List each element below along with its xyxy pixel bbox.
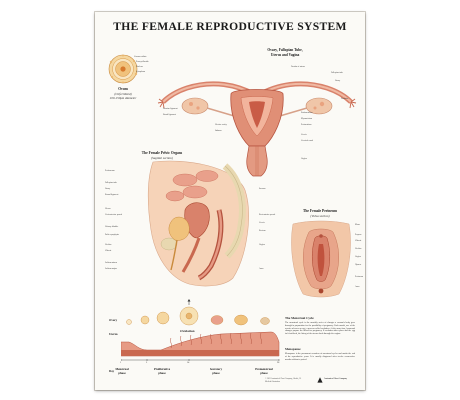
ovum-title: Ovum — [118, 87, 128, 91]
cycle-day-tick-14: 14 — [187, 362, 190, 364]
cycle-ovulation-label: Ovulation — [180, 329, 195, 333]
ovum-label-corona: Corona radiata — [134, 56, 147, 58]
label-fundus: Fundus of uterus — [291, 66, 305, 68]
label-sacrum: Sacrum — [259, 188, 266, 190]
phase-proliferative-sub: phase — [158, 371, 166, 375]
pelvic-panel-title: The Female Pelvic Organs — [141, 151, 183, 155]
uterus-frontal-illustration — [157, 81, 357, 177]
phase-menstrual: Menstrual — [115, 367, 129, 371]
label-vagina: Vagina — [301, 158, 307, 160]
label-clitoris-2: Clitoris — [355, 240, 362, 242]
phase-premenstrual: Premenstrual — [255, 367, 273, 371]
ovum-panel: Corona radiata Zona pellucida Nucleus Cy… — [103, 52, 148, 108]
label-urethral-orifice: Urethra — [355, 248, 362, 250]
publisher-name: Anatomical Chart Company — [324, 378, 348, 380]
perineum-illustration — [291, 220, 351, 298]
phase-secretory: Secretory — [209, 367, 223, 371]
label-ovarian-ligament: Ovarian ligament — [163, 108, 178, 110]
cycle-uterus-label: Uterus — [109, 332, 118, 336]
publisher-logo-icon — [317, 377, 323, 383]
pelvic-sagittal-illustration — [147, 160, 249, 287]
label-perimetrium: Perimetrium — [301, 124, 312, 126]
phase-menstrual-sub: phase — [118, 371, 126, 375]
label-broad-ligament: Broad ligament — [163, 114, 176, 116]
cycle-day-label: Day — [109, 369, 115, 373]
footer-line-1: © 2002 Anatomical Chart Company, Skokie,… — [265, 378, 302, 380]
label-round-ligament: Round ligament — [105, 194, 119, 196]
menopause-body: Menopause is the permanent cessation of … — [285, 353, 355, 361]
phase-premenstrual-sub: phase — [260, 371, 268, 375]
menstrual-cycle-heading: The Menstrual Cycle — [285, 316, 314, 320]
label-labium-minus: Labium minus — [105, 262, 118, 264]
ovary-panel-title: Ovary, Fallopian Tube, — [267, 48, 303, 52]
pelvic-panel-subtitle: (Sagittal section) — [151, 155, 173, 160]
label-pubic-symphysis: Pubic symphysis — [105, 234, 120, 236]
perineum-panel-title: The Female Perineum — [303, 209, 337, 213]
label-rectum: Rectum — [259, 230, 266, 232]
label-peritoneum: Peritoneum — [105, 170, 115, 172]
ovum-label-nucleus: Nucleus — [136, 66, 143, 68]
cycle-day-tick-5: 5 — [146, 362, 148, 364]
label-bladder: Urinary bladder — [105, 226, 119, 228]
label-fallopian-tube: Fallopian tube — [331, 72, 343, 74]
anatomy-poster: THE FEMALE REPRODUCTIVE SYSTEM Corona ra… — [95, 12, 365, 390]
ovum-label-zona: Zona pellucida — [136, 61, 149, 63]
poster-title: THE FEMALE REPRODUCTIVE SYSTEM — [113, 20, 347, 33]
ovum-illustration — [108, 54, 138, 84]
label-fimbriae: Fimbriae — [341, 98, 349, 100]
ovary-panel-title-2: Uterus and Vagina — [270, 52, 300, 57]
cycle-ovary-label: Ovary — [109, 318, 118, 322]
label-uterine-cavity: Uterine cavity — [215, 124, 227, 126]
menstrual-cycle-body: The menstrual cycle is the monthly serie… — [285, 322, 355, 335]
ovum-size: 100-150μm diameter — [109, 95, 137, 100]
phase-proliferative: Proliferative — [153, 367, 171, 371]
label-fallopian-tube-2: Fallopian tube — [105, 182, 117, 184]
label-perineum: Perineum — [355, 276, 363, 278]
label-vaginal-orifice: Vagina — [355, 256, 361, 258]
ovum-label-cytoplasm: Cytoplasm — [136, 71, 146, 73]
label-prepuce: Prepuce — [355, 234, 362, 236]
menopause-heading: Menopause — [285, 347, 301, 351]
label-uterus: Uterus — [105, 208, 111, 210]
label-labium-majus: Labium majus — [105, 268, 117, 270]
label-mons-pubis: Mons — [355, 224, 360, 226]
cycle-day-tick-1: 1 — [120, 362, 122, 364]
label-ovary-2: Ovary — [105, 188, 111, 190]
label-rectouterine: Rectouterine pouch — [259, 214, 276, 216]
phase-secretory-sub: phase — [212, 371, 220, 375]
label-cervix: Cervix — [301, 134, 307, 136]
label-urethra: Urethra — [105, 244, 112, 246]
label-vagina-2: Vagina — [259, 244, 265, 246]
label-cervical-canal: Cervical canal — [301, 140, 313, 142]
label-vesicouterine: Vesicouterine pouch — [105, 214, 122, 216]
label-myometrium: Myometrium — [301, 118, 312, 120]
menstrual-cycle-diagram — [121, 299, 280, 361]
label-hymen: Hymen — [355, 264, 362, 266]
ovum-subtitle: (Unfertilized) — [114, 91, 132, 96]
perineum-panel-subtitle: (Vulva section) — [310, 213, 330, 218]
footer-line-2: Medical illustration — [265, 381, 280, 383]
label-ovary-right: Ovary — [335, 80, 341, 82]
label-anus: Anus — [259, 268, 264, 270]
label-clitoris: Clitoris — [105, 250, 112, 252]
label-isthmus: Isthmus — [215, 130, 222, 132]
label-cervix-2: Cervix — [259, 222, 265, 224]
label-endometrium: Endometrium — [301, 112, 313, 114]
label-anus-2: Anus — [355, 286, 360, 288]
cycle-day-tick-28: 28 — [277, 362, 280, 364]
